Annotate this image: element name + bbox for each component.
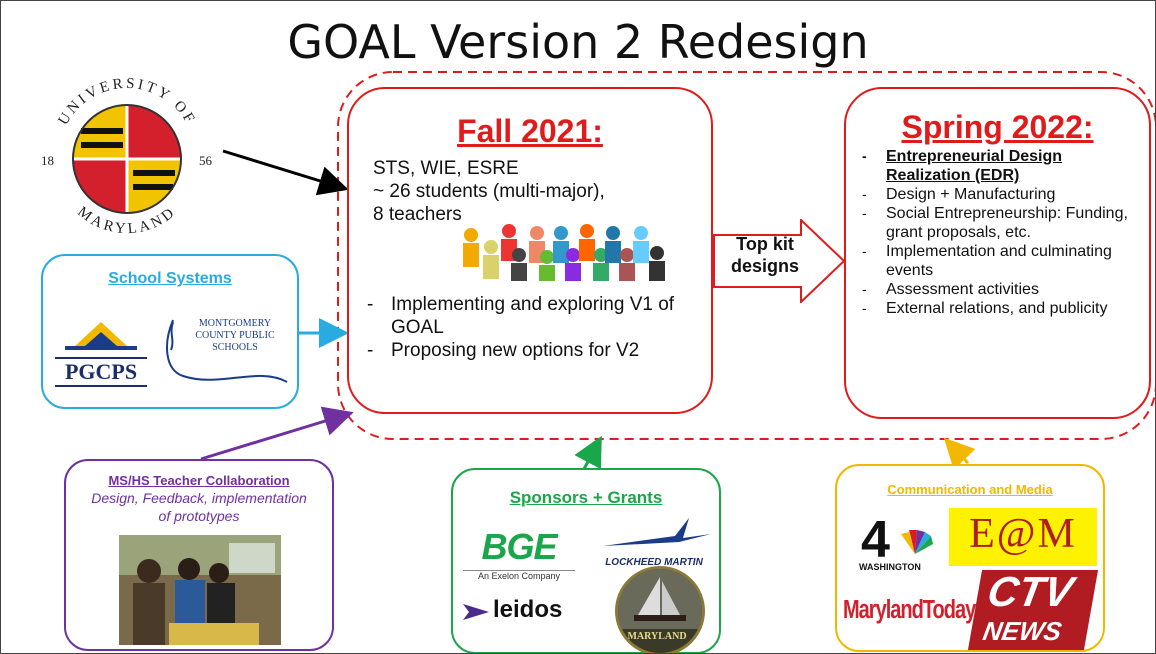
mcps-text: MONTGOMERY COUNTY PUBLIC SCHOOLS [195, 318, 275, 353]
ship-text: MARYLAND [627, 631, 687, 642]
group-dashed-outline [337, 71, 1155, 440]
students-figures-image [463, 224, 665, 281]
media-to-spring-arrow [943, 437, 976, 470]
fall-line: STS, WIE, ESRE [373, 158, 519, 179]
eam-text: E@M [969, 511, 1077, 557]
ctv-news-text: NEWS [980, 616, 1064, 646]
bge-logo: BGE An Exelon Company [463, 526, 575, 581]
umd-seal-graphic: UNIVERSITY OF MARYLAND 18 56 [41, 76, 213, 238]
spring-bullet: External relations, and publicity [860, 299, 1144, 318]
fall-line: 8 teachers [373, 204, 462, 225]
fall-2021-box: Fall 2021: STS, WIE, ESRE ~ 26 students … [347, 87, 713, 414]
teacher-subtext: Design, Feedback, implementation of prot… [91, 490, 307, 524]
classroom-photo [119, 535, 281, 645]
fall-heading: Fall 2021: [457, 113, 603, 149]
leidos-logo: leidos [461, 596, 585, 626]
top-kit-arrow [713, 219, 846, 303]
leidos-mark [463, 604, 489, 620]
umd-to-fall-arrow [222, 149, 349, 196]
spring-bullets: Entrepreneurial Design Realization (EDR)… [860, 147, 1144, 318]
ctv-news-logo: CTV NEWS [967, 568, 1099, 650]
umd-year-right: 56 [199, 153, 213, 168]
media-box: Communication and Media 4 WASHINGTON E@M… [835, 464, 1105, 652]
lockheed-logo: LOCKHEED MARTIN [593, 516, 715, 568]
mcps-emblem [166, 319, 288, 383]
media-heading: Communication and Media [887, 482, 1053, 497]
nbc4-logo: 4 WASHINGTON [859, 511, 939, 576]
peacock-icon [901, 530, 933, 554]
spring-bullet: Implementation and culminating events [860, 242, 1144, 280]
fall-line: ~ 26 students (multi-major), [373, 181, 605, 202]
spring-bullet: Assessment activities [860, 280, 1144, 299]
nbc4-subtext: WASHINGTON [859, 562, 921, 572]
fall-bullets: Implementing and exploring V1 of GOAL Pr… [363, 293, 703, 362]
spring-bullet: Social Entrepreneurship: Funding, grant … [860, 204, 1144, 242]
nbc4-number: 4 [861, 511, 890, 569]
lockheed-star [603, 518, 711, 546]
top-kit-label: Top kit designs [730, 234, 800, 276]
umd-year-left: 18 [41, 153, 54, 168]
teacher-collab-box: MS/HS Teacher Collaboration Design, Feed… [64, 459, 334, 651]
bge-subtext: An Exelon Company [463, 570, 575, 581]
pgcps-emblem [65, 322, 137, 350]
ship-graphic [618, 569, 702, 629]
fall-bullet: Proposing new options for V2 [363, 339, 703, 362]
eam-logo: E@M [949, 508, 1097, 566]
school-heading: School Systems [108, 270, 232, 287]
school-systems-box: School Systems PGCPS MONTGOMERY COUNTY P… [41, 254, 299, 409]
umd-seal: UNIVERSITY OF MARYLAND 18 56 [19, 61, 229, 241]
leidos-text: leidos [493, 596, 563, 623]
slide-title: GOAL Version 2 Redesign [287, 15, 869, 69]
teacher-to-fall-arrow [200, 406, 354, 461]
fall-info: STS, WIE, ESRE ~ 26 students (multi-majo… [373, 157, 703, 226]
ship-seal: MARYLAND [615, 566, 705, 653]
sponsors-heading: Sponsors + Grants [509, 488, 663, 507]
spring-heading: Spring 2022: [901, 109, 1094, 145]
pgcps-logo: PGCPS [55, 312, 147, 390]
maryland-today-logo: MarylandToday [843, 596, 976, 634]
sponsors-to-fall-arrow [574, 435, 602, 470]
pgcps-text: PGCPS [55, 357, 147, 387]
mcps-logo: MONTGOMERY COUNTY PUBLIC SCHOOLS [159, 314, 289, 394]
fall-bullet: Implementing and exploring V1 of GOAL [363, 293, 703, 339]
teacher-heading: MS/HS Teacher Collaboration [108, 473, 290, 488]
bge-text: BGE [481, 526, 557, 567]
spring-bullet: Entrepreneurial Design Realization (EDR) [860, 147, 1144, 185]
ctv-text: CTV [984, 568, 1077, 615]
spring-bullet: Design + Manufacturing [860, 185, 1144, 204]
lockheed-text: LOCKHEED MARTIN [605, 557, 703, 568]
sponsors-box: Sponsors + Grants BGE An Exelon Company … [451, 468, 721, 653]
maryland-today-text: MarylandToday [843, 596, 976, 625]
spring-2022-box: Spring 2022: Entrepreneurial Design Real… [844, 87, 1151, 419]
